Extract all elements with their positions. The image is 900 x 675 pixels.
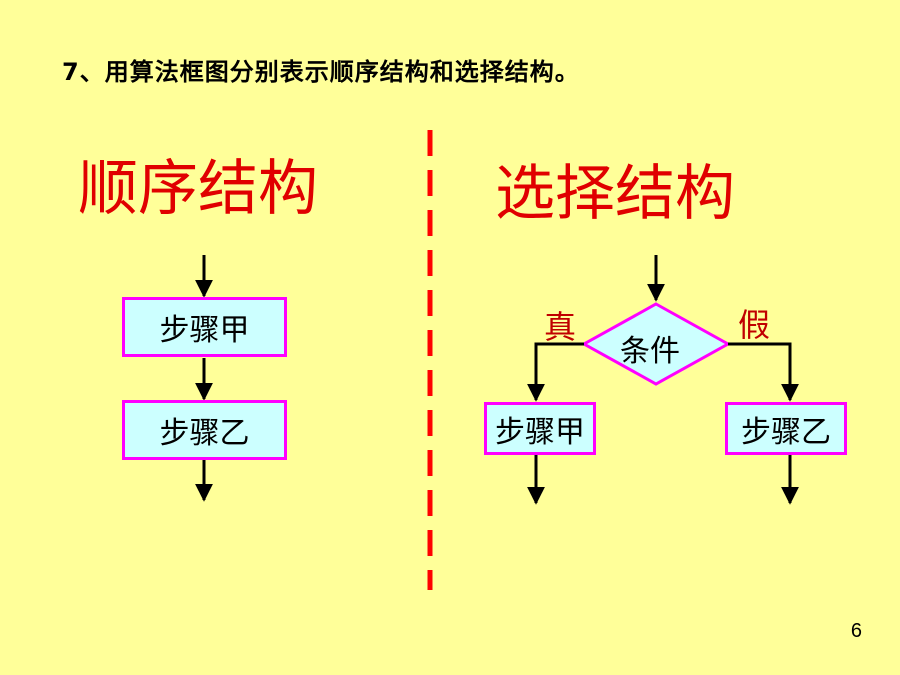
selection-false-step-label: 步骤乙	[741, 414, 831, 450]
selection-true-step-label: 步骤甲	[495, 414, 585, 450]
true-label: 真	[544, 308, 577, 346]
condition-diamond	[580, 302, 732, 386]
true-branch-line	[527, 342, 584, 402]
condition-label: 条件	[620, 334, 680, 369]
sequence-step2-label: 步骤乙	[159, 416, 250, 451]
selection-true-step-box: 步骤甲	[484, 402, 596, 455]
sequence-step2-box: 步骤乙	[122, 400, 287, 460]
page-number: 6	[850, 620, 862, 642]
selection-title: 选择结构	[495, 159, 735, 229]
false-branch-line	[728, 342, 799, 402]
question-text: 7、用算法框图分别表示顺序结构和选择结构。	[62, 58, 580, 86]
sequence-step1-box: 步骤甲	[122, 297, 287, 357]
sequence-title: 顺序结构	[78, 154, 318, 224]
selection-false-step-box: 步骤乙	[725, 402, 847, 455]
false-label: 假	[738, 306, 771, 344]
sequence-step1-label: 步骤甲	[159, 313, 250, 348]
